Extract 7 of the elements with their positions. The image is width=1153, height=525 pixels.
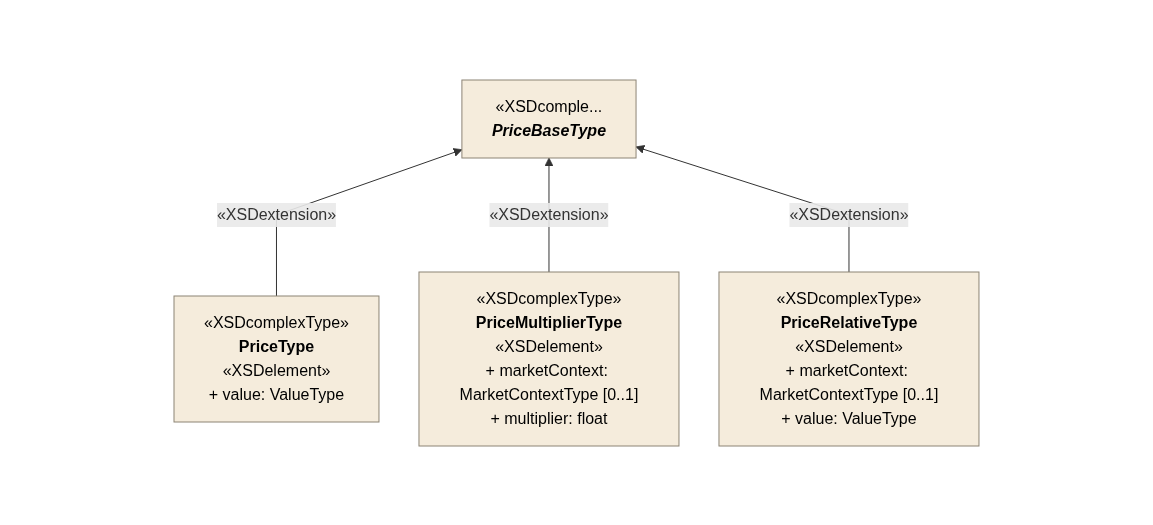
node-box: «XSDcomplexType» PriceRelativeType «XSDelement» + marketContext: MarketContextType [0..1] + value: ValueType — [718, 271, 980, 446]
edge-label: «XSDextension» — [216, 205, 337, 223]
node-box: «XSDcomplexType» PriceType «XSDelement» + value: ValueType — [173, 295, 380, 422]
edge-label: «XSDextension» — [789, 205, 909, 223]
edge-label: «XSDextension» — [489, 205, 609, 223]
node-box: «XSDcomplexType» PriceMultiplierType «XSDelement» + marketContext: MarketContextType [0..1] + multiplier: float — [418, 271, 680, 446]
node-box: «XSDcomple... PriceBaseType — [461, 79, 637, 158]
